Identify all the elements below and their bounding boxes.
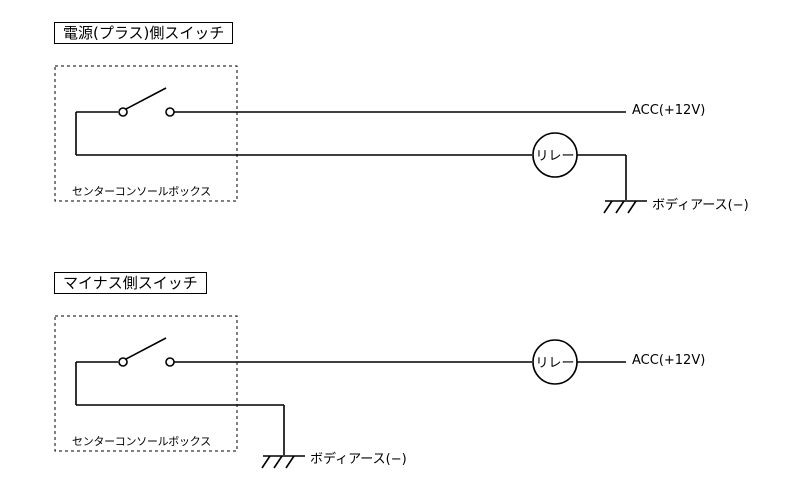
console-box-1 [54, 65, 238, 202]
switch-2 [75, 337, 175, 405]
ground-label-2: ボディアース(−) [310, 452, 407, 467]
switch-1 [75, 87, 175, 155]
console-box-2 [54, 315, 238, 452]
ground-label-1: ボディアース(−) [652, 198, 749, 213]
ground-symbol-2 [261, 455, 305, 469]
console-box-1-label: センターコンソールボックス [72, 185, 211, 198]
relay-2-label: リレー [535, 356, 574, 371]
diagram-2-title: マイナス側スイッチ [54, 272, 207, 294]
relay-1-label: リレー [535, 149, 574, 164]
acc-label-1: ACC(+12V) [632, 103, 706, 118]
ground-symbol-1 [603, 200, 647, 214]
console-box-2-label: センターコンソールボックス [72, 435, 211, 448]
acc-label-2: ACC(+12V) [632, 353, 706, 368]
diagram-1-title: 電源(プラス)側スイッチ [54, 22, 234, 44]
